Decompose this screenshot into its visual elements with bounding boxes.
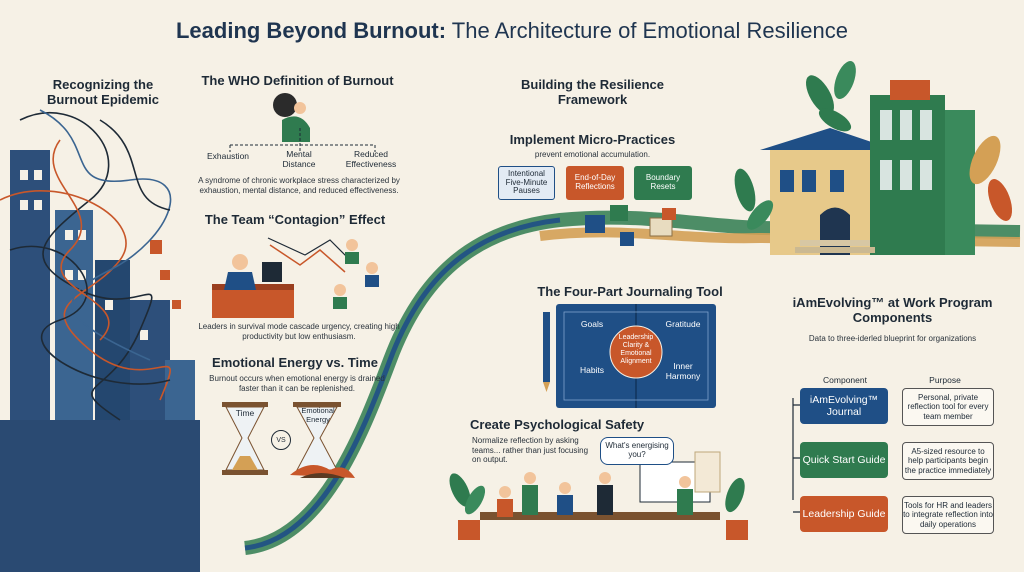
safety-speech-bubble: What's energising you?	[600, 437, 674, 465]
emotional-energy-label: Emotional Energy	[301, 406, 335, 424]
micro-heading: Implement Micro-Practices	[509, 132, 676, 147]
team-meeting-illustration	[480, 451, 721, 520]
hourglass-time-illustration	[222, 402, 268, 475]
practice-pauses: Intentional Five-Minute Pauses	[498, 166, 555, 200]
purpose-journal: Personal, private reflection tool for ev…	[902, 388, 994, 426]
component-journal: iAmEvolving™ Journal	[800, 388, 888, 424]
purpose-leadership-guide: Tools for HR and leaders to integrate re…	[902, 496, 994, 534]
who-connector	[229, 128, 376, 152]
who-description: A syndrome of chronic workplace stress c…	[198, 176, 400, 195]
column-component: Component	[823, 375, 867, 385]
burnout-epidemic-heading: Recognizing the Burnout Epidemic	[47, 77, 159, 107]
column-purpose: Purpose	[929, 375, 961, 385]
hourglass-energy-illustration	[290, 402, 355, 478]
who-dim-reduced-effectiveness: Reduced Effectiveness	[345, 149, 397, 169]
purpose-quick-start-guide: A5-sized resource to help participants b…	[902, 442, 994, 480]
component-quick-start-guide: Quick Start Guide	[800, 442, 888, 478]
program-subtext: Data to three-iderled blueprint for orga…	[808, 334, 977, 343]
safety-heading: Create Psychological Safety	[470, 417, 645, 432]
stressed-leader-illustration	[212, 237, 379, 318]
who-dim-mental-distance: Mental Distance	[282, 149, 316, 169]
program-connectors	[792, 398, 800, 513]
framework-heading: Building the Resilience Framework	[520, 77, 665, 107]
crumbling-buildings-illustration	[0, 150, 200, 572]
vs-badge: VS	[271, 430, 291, 450]
building-blocks-illustration	[585, 205, 676, 246]
component-leadership-guide: Leadership Guide	[800, 496, 888, 532]
energy-heading: Emotional Energy vs. Time	[212, 355, 378, 370]
practice-reflections: End-of-Day Reflections	[566, 166, 624, 200]
pen-illustration	[543, 312, 550, 392]
journal-quadrant-habits: Habits	[579, 365, 605, 375]
time-label: Time	[235, 408, 255, 418]
plant-leaves-illustration	[449, 60, 1013, 540]
practice-boundary-resets: Boundary Resets	[634, 166, 692, 200]
resilient-building-illustration	[760, 80, 975, 255]
safety-description: Normalize reflection by asking teams... …	[472, 436, 589, 465]
exhausted-person-illustration	[273, 93, 310, 142]
who-dim-exhaustion: Exhaustion	[206, 151, 250, 161]
contagion-description: Leaders in survival mode cascade urgency…	[198, 322, 400, 341]
tangled-lines-illustration	[0, 109, 172, 421]
page-title: Leading Beyond Burnout: The Architecture…	[175, 18, 848, 43]
contagion-heading: The Team “Contagion” Effect	[204, 212, 386, 227]
micro-subtext: prevent emotional accumulation.	[534, 150, 651, 159]
journal-heading: The Four-Part Journaling Tool	[537, 284, 723, 299]
journal-quadrant-goals: Goals	[580, 319, 604, 329]
journal-book-illustration	[556, 304, 716, 408]
who-heading: The WHO Definition of Burnout	[201, 73, 394, 88]
energy-description: Burnout occurs when emotional energy is …	[209, 374, 385, 393]
journal-quadrant-inner-harmony: Inner Harmony	[665, 361, 701, 381]
journal-center-label: Leadership Clarity & Emotional Alignment	[618, 334, 654, 366]
program-heading: iAmEvolving™ at Work Program Components	[792, 295, 993, 325]
journal-quadrant-gratitude: Gratitude	[665, 319, 701, 329]
